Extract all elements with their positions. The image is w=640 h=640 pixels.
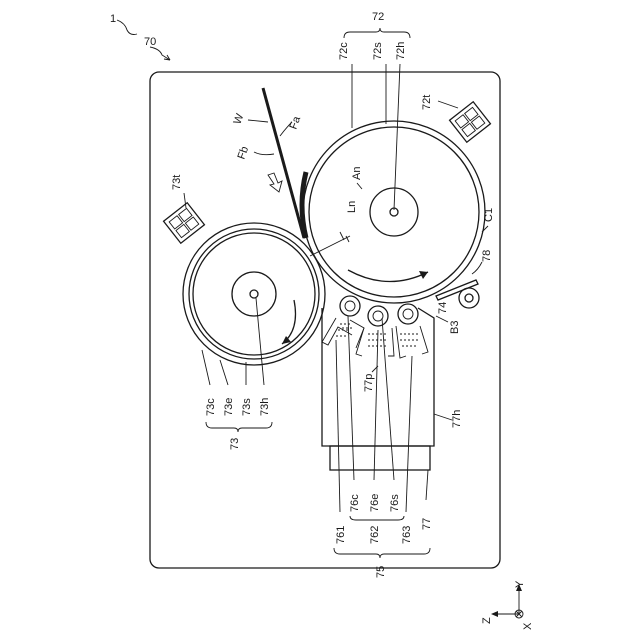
leader-An — [357, 183, 362, 189]
label-Fa: Fa — [288, 114, 304, 131]
ref-device-leader — [117, 20, 137, 35]
leader-Fb — [254, 152, 274, 155]
bracket-76 — [350, 516, 404, 520]
ref-unit-arrow — [164, 55, 170, 60]
label-77p: 77p — [363, 374, 375, 392]
heater-72t — [450, 102, 491, 143]
blade-78 — [436, 280, 478, 300]
ref-device-label: 1 — [110, 13, 116, 25]
label-An: An — [351, 167, 363, 180]
label-72s: 72s — [372, 42, 384, 60]
label-72c: 72c — [338, 42, 350, 60]
brush-761 — [322, 296, 364, 348]
rotation-arrow-73 — [282, 300, 296, 344]
roller-72 — [303, 121, 485, 303]
label-762: 762 — [369, 526, 381, 544]
heater-73t — [164, 203, 205, 244]
label-73: 73 — [229, 438, 241, 450]
axis-x-label: X — [522, 622, 534, 630]
leader-76e — [374, 330, 378, 480]
leader-73h — [256, 298, 264, 385]
label-75: 75 — [375, 566, 387, 578]
bracket-73 — [206, 422, 272, 432]
label-72: 72 — [372, 11, 384, 23]
axis-y-label: Y — [514, 580, 526, 588]
label-W: W — [232, 112, 247, 126]
bracket-72 — [344, 28, 410, 38]
label-77h: 77h — [451, 410, 463, 428]
label-72h: 72h — [395, 42, 407, 60]
leader-761 — [336, 340, 340, 512]
label-76s: 76s — [389, 494, 401, 512]
leader-B3 — [436, 316, 448, 322]
label-77: 77 — [421, 518, 433, 530]
brush-763 — [396, 304, 428, 358]
belt-Fb — [302, 172, 306, 238]
web-W — [263, 88, 304, 238]
leader-77 — [426, 470, 428, 500]
label-C1: C1 — [483, 208, 495, 222]
label-78: 78 — [481, 250, 493, 262]
ref-unit-label: 70 — [144, 36, 156, 48]
label-B3: B3 — [449, 321, 461, 334]
coordinate-axes — [491, 584, 523, 618]
leader-73c — [202, 350, 210, 385]
axis-z-label: Z — [481, 617, 493, 624]
label-763: 763 — [401, 526, 413, 544]
label-761: 761 — [335, 526, 347, 544]
label-76e: 76e — [369, 494, 381, 512]
label-74: 74 — [437, 302, 449, 314]
label-73e: 73e — [223, 398, 235, 416]
leader-78 — [472, 262, 482, 274]
feed-arrow — [268, 173, 282, 192]
guide-roll — [459, 288, 479, 308]
ref-unit-leader — [150, 47, 170, 60]
leader-Fa — [280, 122, 292, 136]
leader-72t — [438, 101, 458, 108]
leader-76s — [382, 318, 394, 480]
bracket-75 — [334, 548, 430, 558]
brush-762 — [356, 306, 394, 356]
label-73t: 73t — [171, 175, 183, 190]
label-73s: 73s — [241, 398, 253, 416]
label-73h: 73h — [259, 398, 271, 416]
label-72t: 72t — [421, 95, 433, 110]
leader-76c — [348, 316, 354, 480]
label-73c: 73c — [205, 398, 217, 416]
label-76c: 76c — [349, 494, 361, 512]
leader-763 — [406, 356, 412, 512]
leader-W — [248, 120, 268, 122]
label-Ln: Ln — [346, 201, 358, 213]
leader-73e — [220, 360, 228, 385]
label-Fb: Fb — [236, 145, 252, 161]
rotation-arrow-72 — [348, 270, 428, 282]
roller-73 — [183, 223, 325, 365]
leader-77h — [434, 414, 452, 420]
